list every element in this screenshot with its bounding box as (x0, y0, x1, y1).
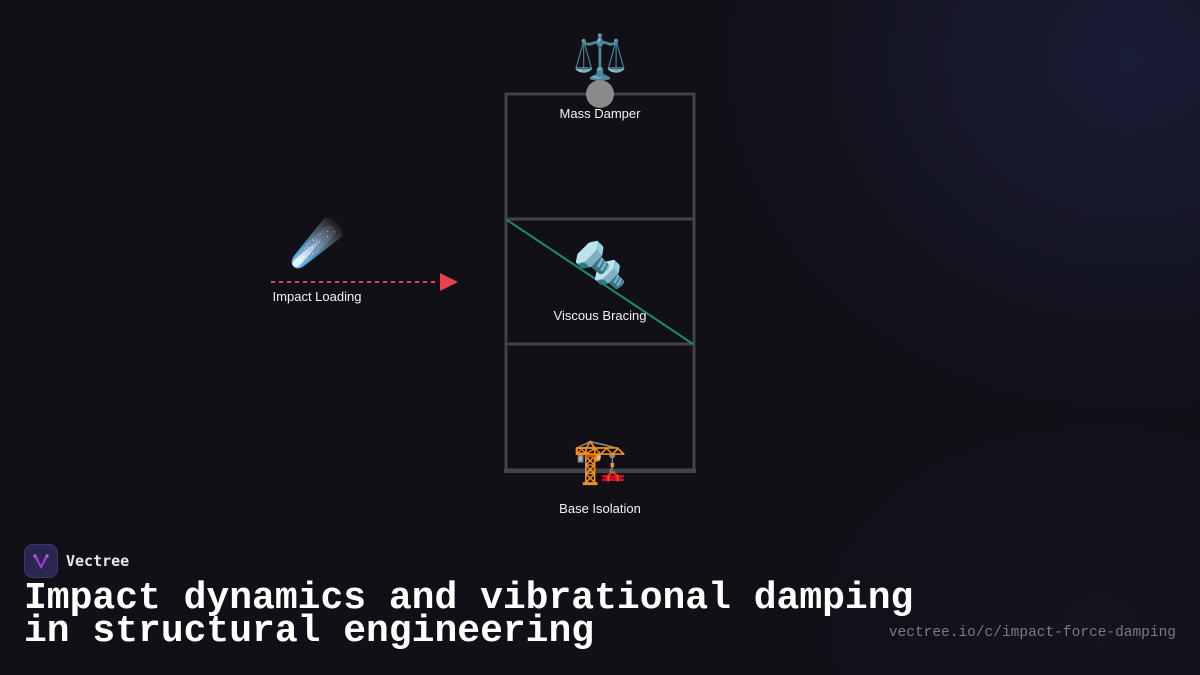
mass-damper-circle (586, 80, 614, 108)
balance-scale-icon: ⚖️ (572, 33, 628, 82)
viscous-bracing-label: Viscous Bracing (553, 308, 647, 323)
source-url: vectree.io/c/impact-force-damping (888, 625, 1176, 641)
title-line-2: in structural engineering (24, 610, 595, 653)
impact-loading-label: Impact Loading (272, 289, 362, 304)
base-isolation-label: Base Isolation (559, 501, 641, 516)
vectree-logo-icon (24, 544, 58, 578)
construction-crane-icon: 🏗️ (572, 437, 628, 486)
brand: Vectree (24, 544, 129, 578)
comet-icon: ☄️ (289, 219, 345, 268)
mass-damper-label: Mass Damper (559, 106, 641, 121)
brand-name: Vectree (66, 552, 130, 570)
viscous-brace-line (506, 219, 694, 345)
page-title: Impact dynamics and vibrational damping … (24, 580, 913, 651)
nut-and-bolt-icon: 🔩 (572, 241, 628, 290)
impact-arrow-head-icon (440, 273, 458, 291)
title-line-1: Impact dynamics and vibrational damping (24, 577, 914, 620)
